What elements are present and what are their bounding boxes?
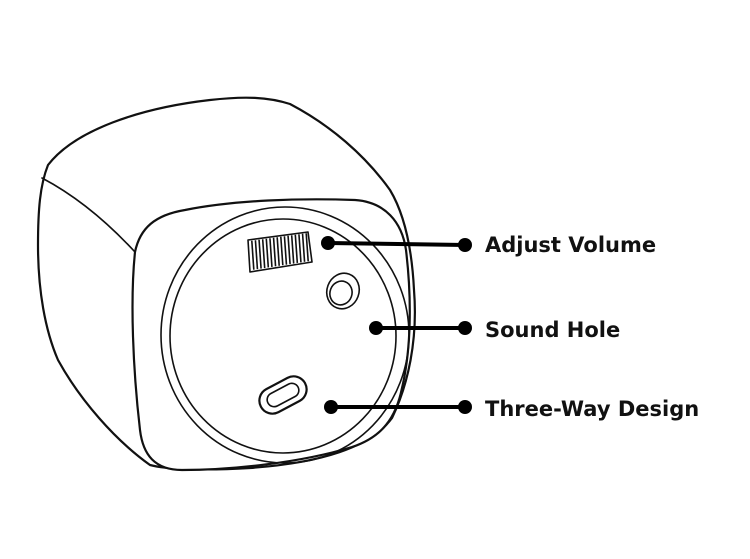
wheel-ridge bbox=[269, 238, 273, 267]
label-three-way-design: Three-Way Design bbox=[485, 397, 699, 421]
wheel-ridge bbox=[265, 238, 270, 268]
wheel-ridge bbox=[294, 234, 299, 264]
device-edge-line bbox=[41, 177, 136, 253]
wheel-ridge bbox=[272, 237, 277, 267]
sound-hole-mark bbox=[325, 272, 361, 310]
wheel-ridge bbox=[298, 234, 302, 263]
dot-three-way-design-start bbox=[324, 400, 338, 414]
dot-adjust-volume-end bbox=[458, 238, 472, 252]
dot-adjust-volume-start bbox=[321, 236, 335, 250]
dot-three-way-design-end bbox=[458, 400, 472, 414]
dot-sound-hole-start bbox=[369, 321, 383, 335]
front-inner-ring bbox=[169, 218, 397, 454]
wheel-ridge bbox=[258, 239, 262, 269]
leader-adjust-volume bbox=[326, 241, 467, 247]
wheel-ridge bbox=[276, 237, 280, 266]
wheel-ridge bbox=[261, 239, 266, 269]
wheel-ridge bbox=[254, 240, 259, 270]
label-sound-hole: Sound Hole bbox=[485, 318, 620, 342]
wheel-ridge bbox=[283, 236, 288, 265]
wheel-ridge bbox=[290, 235, 295, 264]
wheel-ridge bbox=[301, 233, 306, 262]
callout-leaders bbox=[321, 236, 472, 414]
wheel-ridge bbox=[287, 235, 291, 265]
device-illustration bbox=[36, 96, 416, 472]
volume-wheel-ridges bbox=[251, 233, 309, 270]
three-way-switch bbox=[258, 375, 308, 415]
callout-labels: Adjust Volume Sound Hole Three-Way Desig… bbox=[485, 233, 699, 421]
dot-sound-hole-end bbox=[458, 321, 472, 335]
label-adjust-volume: Adjust Volume bbox=[485, 233, 656, 257]
device-front-face bbox=[131, 198, 411, 472]
wheel-ridge bbox=[305, 233, 309, 262]
wheel-ridge bbox=[280, 236, 284, 266]
wheel-ridge bbox=[251, 240, 255, 270]
volume-wheel bbox=[247, 231, 313, 273]
front-outer-ring bbox=[160, 206, 410, 464]
